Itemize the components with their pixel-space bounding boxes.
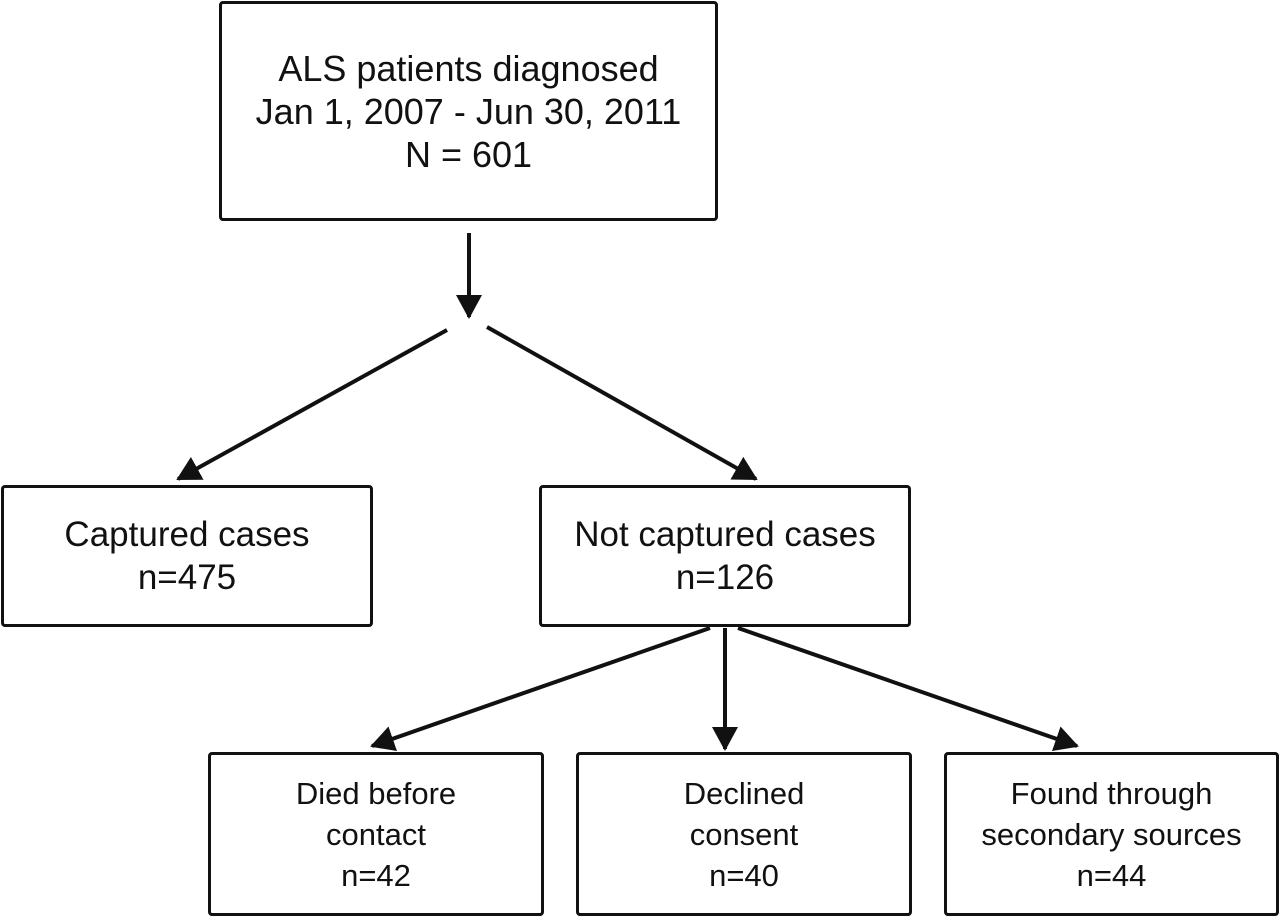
node-found-line-1: Found through	[1010, 775, 1213, 811]
node-not-captured-cases: Not captured cases n=126	[539, 485, 911, 627]
node-declined-consent: Declined consent n=40	[576, 752, 912, 916]
node-captured-cases: Captured cases n=475	[1, 485, 373, 627]
arrow-to-captured	[176, 328, 448, 481]
node-found-secondary-sources: Found through secondary sources n=44	[944, 752, 1279, 916]
node-declined-line-2: consent	[689, 816, 799, 852]
node-all-patients-line-1: ALS patients diagnosed	[278, 47, 659, 89]
node-died-line-1: Died before	[295, 775, 457, 811]
arrow-to-not-captured	[486, 325, 758, 481]
node-all-patients-line-3: N = 601	[404, 133, 533, 175]
node-found-line-2: secondary sources	[981, 816, 1242, 852]
node-declined-line-3: n=40	[709, 857, 779, 893]
node-captured-cases-line-1: Captured cases	[64, 515, 310, 554]
node-died-line-3: n=42	[341, 857, 411, 893]
arrow-to-died	[370, 626, 711, 752]
node-declined-line-1: Declined	[683, 775, 805, 811]
node-died-line-2: contact	[326, 816, 426, 852]
node-found-line-3: n=44	[1076, 857, 1147, 893]
node-not-captured-cases-line-1: Not captured cases	[574, 515, 876, 554]
node-all-patients: ALS patients diagnosed Jan 1, 2007 - Jun…	[219, 1, 718, 221]
node-captured-cases-line-2: n=475	[137, 558, 237, 597]
node-not-captured-cases-line-2: n=126	[675, 558, 775, 597]
node-died-before-contact: Died before contact n=42	[208, 752, 544, 916]
arrow-to-found	[737, 626, 1079, 752]
node-all-patients-line-2: Jan 1, 2007 - Jun 30, 2011	[255, 90, 682, 132]
